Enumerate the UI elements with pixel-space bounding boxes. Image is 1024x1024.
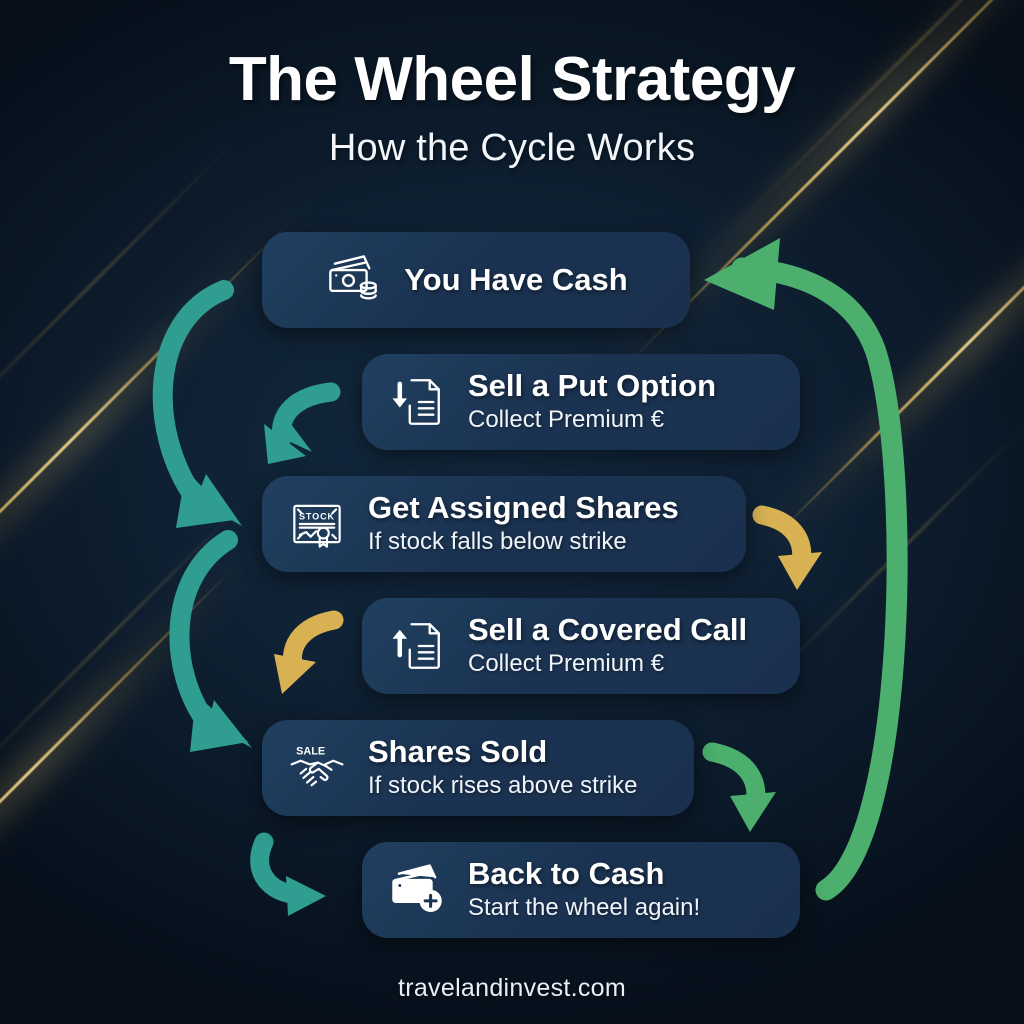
arrow-call-to-sold — [274, 610, 344, 694]
document-up-arrow-icon — [386, 615, 448, 677]
step-card-back-to-cash[interactable]: Back to Cash Start the wheel again! — [344, 842, 800, 938]
card-text: You Have Cash — [404, 261, 628, 298]
card-text: Sell a Covered Call Collect Premium € — [468, 613, 747, 679]
card-title: Sell a Put Option — [468, 368, 717, 404]
card-text: Sell a Put Option Collect Premium € — [468, 369, 716, 435]
arrow-cycle-return — [704, 238, 908, 901]
cash-icon — [322, 249, 384, 311]
card-title: Back to Cash — [468, 856, 665, 892]
card-subtitle: Start the wheel again! — [468, 893, 701, 921]
document-down-arrow-icon — [386, 371, 448, 433]
arrow-sold-to-backcash — [702, 742, 776, 832]
step-card-get-assigned-shares[interactable]: STOCK Get Assigned Shares If stock falls… — [244, 476, 746, 572]
arrow-into-backcash — [250, 832, 326, 916]
card-title: Shares Sold — [368, 734, 548, 770]
stock-certificate-icon: STOCK — [286, 493, 348, 555]
cash-plus-icon — [386, 859, 448, 921]
card-text: Back to Cash Start the wheel again! — [468, 857, 700, 923]
step-card-you-have-cash[interactable]: You Have Cash — [244, 232, 690, 328]
arrow-assigned-to-call — [752, 505, 822, 590]
header: The Wheel Strategy How the Cycle Works — [0, 0, 1024, 170]
footer-website: travelandinvest.com — [397, 974, 627, 1002]
svg-text:STOCK: STOCK — [299, 511, 335, 521]
card-title: You Have Cash — [404, 261, 628, 297]
svg-text:SALE: SALE — [296, 745, 325, 757]
page-subtitle: How the Cycle Works — [328, 127, 696, 169]
step-card-shares-sold[interactable]: SALE Shares Sold If stock rises above st… — [244, 720, 694, 816]
card-subtitle: If stock falls below strike — [368, 527, 627, 555]
page-title: The Wheel Strategy — [228, 45, 796, 114]
card-subtitle: Collect Premium € — [468, 649, 665, 677]
handshake-sale-icon: SALE — [286, 737, 348, 799]
card-text: Get Assigned Shares If stock falls below… — [368, 491, 679, 557]
card-title: Get Assigned Shares — [368, 490, 679, 526]
arrow-cash-to-assigned — [152, 280, 242, 528]
arrow-put-to-assigned — [264, 382, 341, 464]
card-subtitle: Collect Premium € — [468, 405, 665, 433]
card-text: Shares Sold If stock rises above strike — [368, 735, 637, 801]
step-card-sell-a-covered-call[interactable]: Sell a Covered Call Collect Premium € — [344, 598, 800, 694]
card-subtitle: If stock rises above strike — [368, 771, 638, 799]
step-card-sell-a-put-option[interactable]: Sell a Put Option Collect Premium € — [344, 354, 800, 450]
arrow-assigned-to-sold — [169, 530, 252, 752]
card-title: Sell a Covered Call — [468, 612, 748, 648]
